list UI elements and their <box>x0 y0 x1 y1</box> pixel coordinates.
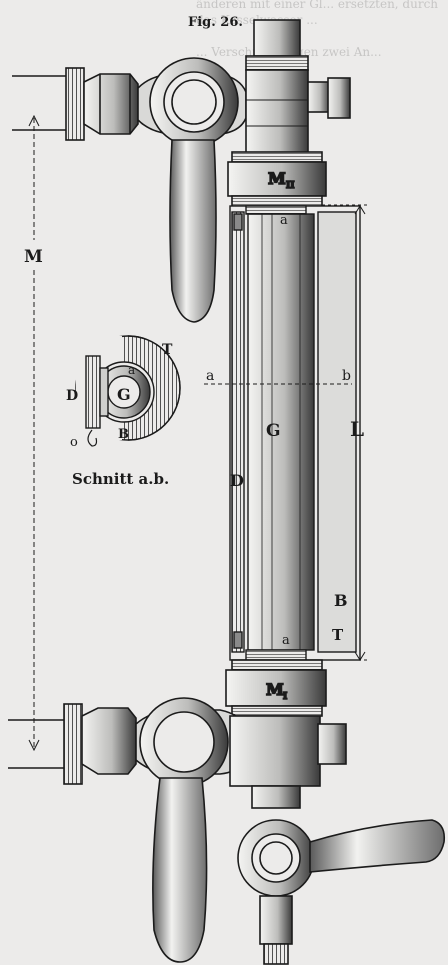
lower-cock <box>8 697 347 963</box>
label-M-dimension: M <box>24 247 43 267</box>
label-section-B: B <box>118 427 129 442</box>
lower-gland: M I <box>225 659 327 717</box>
label-section-a: a <box>206 368 214 384</box>
label-section-G: G <box>117 385 131 404</box>
label-section-b: b <box>342 368 351 384</box>
lower-flange <box>63 703 83 785</box>
lower-hex-nut <box>81 707 137 775</box>
label-section-T: T <box>162 342 173 358</box>
label-section-D: D <box>66 388 78 404</box>
label-M-I: M <box>266 680 284 699</box>
label-D: D <box>230 471 244 490</box>
dimension-M: M <box>24 114 43 752</box>
label-M-II: M <box>268 169 286 188</box>
upper-body <box>245 69 309 155</box>
upper-pipe-stub <box>12 75 70 131</box>
label-L: L <box>350 417 364 441</box>
label-T: T <box>332 626 344 644</box>
dimension-L: L <box>322 204 370 661</box>
label-M-II-sub: II <box>286 181 294 191</box>
section-clamp-D <box>85 355 101 429</box>
label-G-glass: G <box>266 421 281 441</box>
lower-right-nut <box>317 723 347 765</box>
drain-cock <box>237 785 446 965</box>
upper-right-nut <box>307 81 331 113</box>
upper-hex-nut <box>83 73 139 135</box>
upper-flange <box>65 67 85 141</box>
lower-body <box>229 715 321 787</box>
upper-gland: M II <box>227 151 327 207</box>
section-title: Schnitt a.b. <box>72 470 169 488</box>
upper-top-cap <box>253 19 301 57</box>
label-a-top: a <box>280 213 288 228</box>
figure-caption: Fig. 26. <box>188 15 243 30</box>
drain-handle <box>309 819 446 873</box>
tube-wall-left <box>231 211 245 653</box>
glass-tube-assembly <box>229 205 361 661</box>
label-B: B <box>334 591 348 610</box>
gland-M-II <box>227 161 327 197</box>
upper-cock <box>12 19 351 323</box>
label-section-small-a: a <box>128 363 135 377</box>
protective-cover-B <box>317 211 357 653</box>
label-a-bottom: a <box>282 633 290 648</box>
gauge-glass-G <box>247 213 315 651</box>
section-line-ab: a b <box>204 368 352 385</box>
label-section-o: o <box>70 435 78 450</box>
upper-handle <box>169 139 217 323</box>
label-M-I-sub: I <box>283 692 287 702</box>
section-view-ab: T D G a B o <box>66 335 181 450</box>
lower-pipe-stub <box>8 719 66 769</box>
lower-handle <box>152 777 208 963</box>
bleed-line-1: änderen mit einer Gl... ersetzten, durch <box>196 0 438 11</box>
